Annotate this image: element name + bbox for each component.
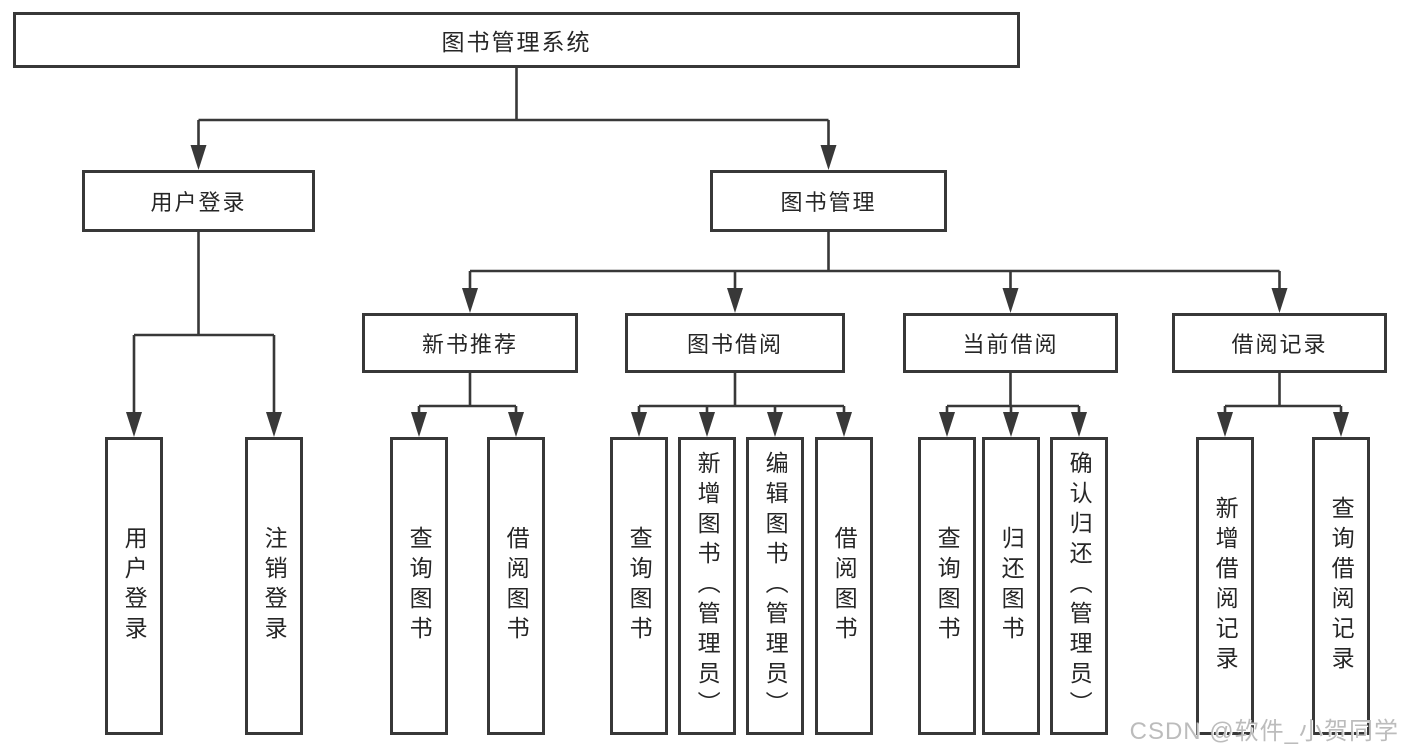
connector-book-borrow-to-leaves	[631, 373, 852, 437]
arrowhead-icon	[411, 412, 427, 437]
node-leaf-borrow-books-recommend: 借阅图书	[487, 437, 545, 735]
leaf-label: 用户登录	[121, 526, 148, 646]
node-leaf-logout: 注销登录	[245, 437, 303, 735]
leaf-label: 查询图书	[626, 526, 653, 646]
node-leaf-confirm-return-admin: 确认归还（管理员）	[1050, 437, 1108, 735]
arrowhead-icon	[939, 412, 955, 437]
node-root: 图书管理系统	[13, 12, 1020, 68]
arrowhead-icon	[1333, 412, 1349, 437]
arrowhead-icon	[631, 412, 647, 437]
node-leaf-return-books: 归还图书	[982, 437, 1040, 735]
arrowhead-icon	[767, 412, 783, 437]
node-current-borrow-label: 当前借阅	[962, 332, 1059, 357]
node-current-borrow: 当前借阅	[903, 313, 1118, 373]
leaf-label: 注销登录	[261, 526, 288, 646]
node-leaf-query-books-recommend: 查询图书	[390, 437, 448, 735]
connector-new-book-recommend-to-leaves	[411, 373, 524, 437]
node-book-borrow-label: 图书借阅	[686, 332, 783, 357]
node-book-management: 图书管理	[710, 170, 947, 232]
leaf-label: 编辑图书（管理员）	[762, 451, 789, 721]
arrowhead-icon	[1217, 412, 1233, 437]
leaf-label: 查询借阅记录	[1328, 496, 1355, 676]
connector-root-to-level2	[190, 68, 837, 170]
arrowhead-icon	[820, 145, 837, 170]
node-book-borrow: 图书借阅	[625, 313, 845, 373]
node-leaf-query-books-borrow: 查询图书	[610, 437, 668, 735]
connector-borrow-records-to-leaves	[1217, 373, 1349, 437]
node-leaf-add-borrow-record: 新增借阅记录	[1196, 437, 1254, 735]
node-borrow-records: 借阅记录	[1172, 313, 1387, 373]
leaf-label: 确认归还（管理员）	[1066, 451, 1093, 721]
connector-user-login-to-leaves	[126, 232, 282, 437]
node-new-book-recommend: 新书推荐	[362, 313, 578, 373]
node-borrow-records-label: 借阅记录	[1231, 332, 1328, 357]
node-user-login-label: 用户登录	[150, 190, 247, 215]
leaf-label: 归还图书	[998, 526, 1025, 646]
leaf-label: 查询图书	[934, 526, 961, 646]
connector-book-management-to-level3	[462, 232, 1288, 313]
leaf-label: 借阅图书	[503, 526, 530, 646]
leaf-label: 新增图书（管理员）	[694, 451, 721, 721]
arrowhead-icon	[508, 412, 524, 437]
arrowhead-icon	[1002, 288, 1019, 313]
connector-current-borrow-to-leaves	[939, 373, 1087, 437]
node-leaf-borrow-books: 借阅图书	[815, 437, 873, 735]
leaf-label: 借阅图书	[831, 526, 858, 646]
node-user-login: 用户登录	[82, 170, 315, 232]
arrowhead-icon	[1003, 412, 1019, 437]
node-leaf-user-login: 用户登录	[105, 437, 163, 735]
node-leaf-query-borrow-record: 查询借阅记录	[1312, 437, 1370, 735]
node-new-book-recommend-label: 新书推荐	[421, 332, 518, 357]
arrowhead-icon	[1271, 288, 1288, 313]
node-leaf-add-book-admin: 新增图书（管理员）	[678, 437, 736, 735]
node-root-label: 图书管理系统	[441, 29, 592, 55]
arrowhead-icon	[462, 288, 478, 313]
leaf-label: 新增借阅记录	[1212, 496, 1239, 676]
arrowhead-icon	[727, 288, 743, 313]
arrowhead-icon	[190, 145, 207, 170]
arrowhead-icon	[699, 412, 715, 437]
arrowhead-icon	[1071, 412, 1087, 437]
arrowhead-icon	[126, 412, 142, 437]
leaf-label: 查询图书	[406, 526, 433, 646]
arrowhead-icon	[266, 412, 282, 437]
node-book-management-label: 图书管理	[780, 190, 877, 215]
node-leaf-query-books-current: 查询图书	[918, 437, 976, 735]
arrowhead-icon	[836, 412, 852, 437]
node-leaf-edit-book-admin: 编辑图书（管理员）	[746, 437, 804, 735]
